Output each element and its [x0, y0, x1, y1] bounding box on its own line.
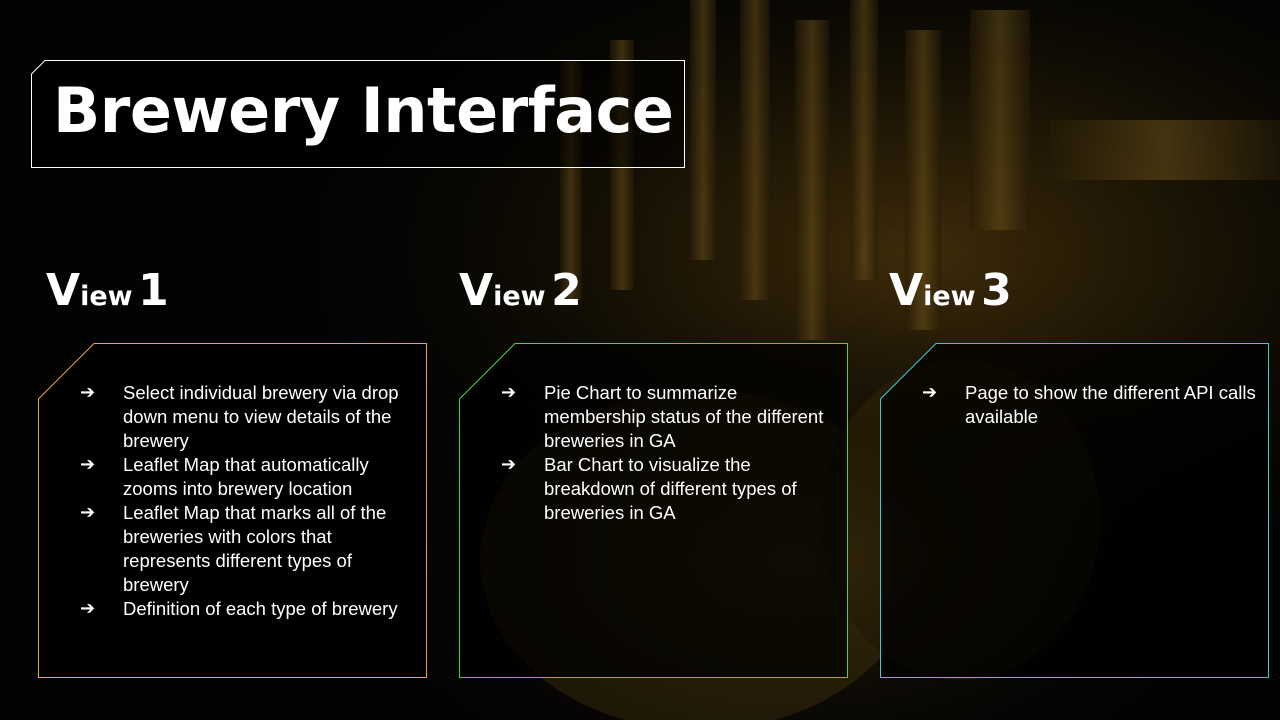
list-item: ➔ Leaflet Map that automatically zooms in… — [80, 453, 414, 501]
arrow-icon: ➔ — [80, 454, 96, 475]
view-3-heading-rest: iew — [923, 281, 976, 312]
view-1-heading-rest: iew — [80, 281, 133, 312]
view-1-heading-num: 1 — [138, 265, 169, 316]
bullet-text: Leaflet Map that marks all of the brewer… — [123, 502, 387, 595]
list-item: ➔ Page to show the different API calls av… — [922, 381, 1256, 429]
bullet-text: Leaflet Map that automatically zooms int… — [123, 454, 369, 499]
view-2-heading-num: 2 — [551, 265, 582, 316]
view-3-card-frame — [880, 343, 1269, 678]
bullet-text: Pie Chart to summarize membership status… — [544, 382, 824, 451]
list-item: ➔ Definition of each type of brewery — [80, 597, 414, 621]
list-item: ➔ Leaflet Map that marks all of the brewe… — [80, 501, 414, 597]
arrow-icon: ➔ — [80, 598, 96, 619]
list-item: ➔ Bar Chart to visualize the breakdown of… — [501, 453, 835, 525]
view-3-heading: View 3 — [889, 265, 1012, 316]
list-item: ➔ Select individual brewery via drop down… — [80, 381, 414, 453]
arrow-icon: ➔ — [80, 382, 96, 403]
view-1-card: ➔ Select individual brewery via drop down… — [38, 343, 428, 678]
view-3-card: ➔ Page to show the different API calls av… — [880, 343, 1270, 678]
view-3-heading-num: 3 — [981, 265, 1012, 316]
title-frame — [31, 60, 685, 168]
view-2-card-frame — [459, 343, 848, 678]
view-1-heading-cap: V — [46, 265, 81, 316]
arrow-icon: ➔ — [501, 382, 517, 403]
bullet-text: Definition of each type of brewery — [123, 598, 398, 619]
list-item: ➔ Pie Chart to summarize membership statu… — [501, 381, 835, 453]
arrow-icon: ➔ — [922, 382, 938, 403]
view-2-card-border — [459, 343, 848, 678]
view-3-heading-cap: V — [889, 265, 924, 316]
arrow-icon: ➔ — [501, 454, 517, 475]
bullet-text: Select individual brewery via drop down … — [123, 382, 399, 451]
bullet-text: Page to show the different API calls ava… — [965, 382, 1256, 427]
view-3-card-border — [880, 343, 1269, 678]
view-1-bullet-list: ➔ Select individual brewery via drop down… — [80, 381, 414, 621]
view-2-heading-cap: V — [459, 265, 494, 316]
bullet-text: Bar Chart to visualize the breakdown of … — [544, 454, 797, 523]
view-1-heading: View 1 — [46, 265, 169, 316]
view-2-heading-rest: iew — [493, 281, 546, 312]
view-2-bullet-list: ➔ Pie Chart to summarize membership statu… — [501, 381, 835, 525]
view-2-card: ➔ Pie Chart to summarize membership statu… — [459, 343, 849, 678]
view-1-card-border — [38, 343, 427, 678]
slide-title: Brewery Interface — [53, 74, 674, 147]
arrow-icon: ➔ — [80, 502, 96, 523]
title-box: Brewery Interface — [31, 60, 685, 168]
view-3-bullet-list: ➔ Page to show the different API calls av… — [922, 381, 1256, 429]
view-2-heading: View 2 — [459, 265, 582, 316]
view-1-card-frame — [38, 343, 427, 678]
